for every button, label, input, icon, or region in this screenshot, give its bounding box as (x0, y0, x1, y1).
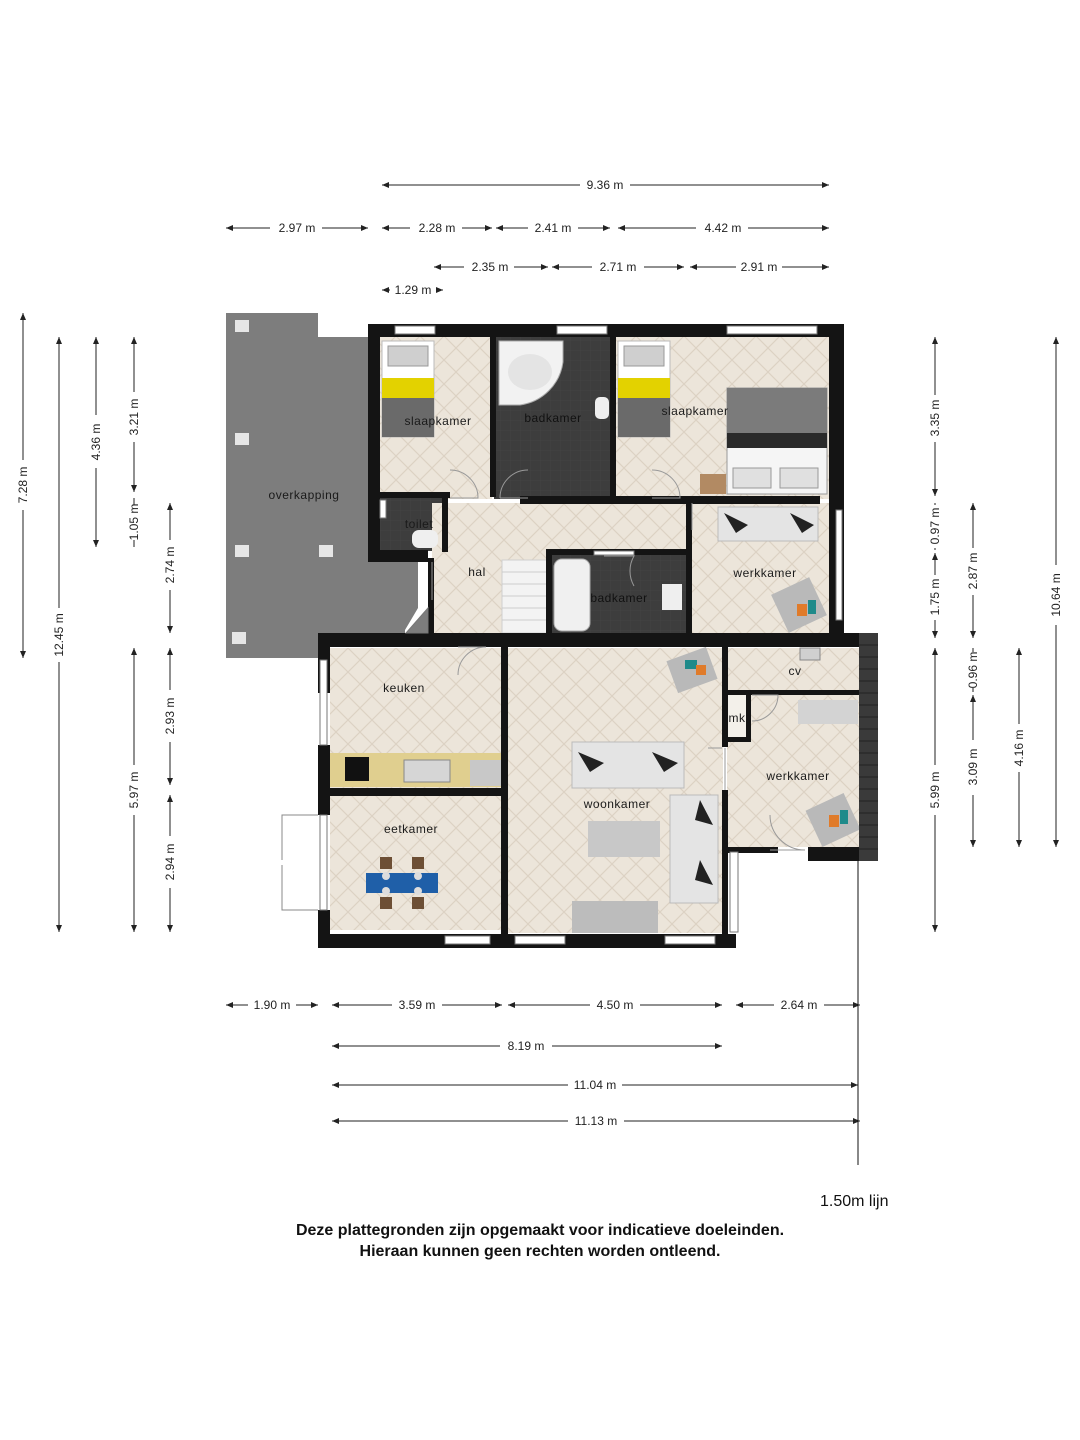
dim-top-row3-3: 2.91 m (741, 260, 778, 274)
bathtub-icon (553, 558, 591, 632)
boiler-icon (799, 647, 821, 661)
dim-left-7: 2.74 m (163, 547, 177, 584)
dim-left-2: 12.45 m (52, 613, 66, 656)
dim-left-5: 1.05 m (127, 504, 141, 541)
dim-left-1: 7.28 m (16, 467, 30, 504)
dimension-labels: 9.36 m 2.97 m 2.28 m 2.41 m 4.42 m 2.35 … (16, 178, 1063, 1128)
dim-right-2: 0.97 m (928, 508, 942, 545)
kitchen-counter-icon (330, 753, 502, 787)
sofa-icon (571, 741, 685, 789)
dim-left-4: 3.21 m (127, 399, 141, 436)
floor-mk (727, 693, 749, 738)
sofa-icon (717, 506, 819, 542)
room-label-slaapkamer-2: slaapkamer (661, 404, 728, 418)
dim-right-4: 5.99 m (928, 772, 942, 809)
dim-right-6: 0.96 m (966, 652, 980, 689)
dining-table-icon (366, 857, 438, 909)
dim-left-3: 4.36 m (89, 424, 103, 461)
nightstand-icon (700, 474, 726, 494)
dim-top-row3-2: 2.71 m (600, 260, 637, 274)
stairs-icon (501, 559, 548, 634)
room-label-cv: cv (789, 664, 802, 678)
dim-bottom-6: 11.04 m (574, 1078, 616, 1092)
dim-left-9: 2.94 m (163, 844, 177, 881)
dim-left-8: 2.93 m (163, 698, 177, 735)
room-label-toilet: toilet (405, 517, 434, 531)
dim-bottom-2: 3.59 m (399, 998, 436, 1012)
dim-right-8: 4.16 m (1012, 730, 1026, 767)
walls (318, 324, 860, 948)
overkapping-area (226, 313, 418, 658)
dim-right-1: 3.35 m (928, 400, 942, 437)
sink-icon (595, 397, 609, 419)
room-label-werkkamer-2: werkkamer (765, 769, 829, 783)
bed-icon (617, 340, 671, 438)
dim-bottom-4: 2.64 m (781, 998, 818, 1012)
floor-cv (727, 648, 859, 693)
dimension-lines (20, 182, 1059, 1165)
sofa-icon (669, 794, 719, 904)
room-label-hal: hal (468, 565, 486, 579)
room-label-keuken: keuken (383, 681, 425, 695)
room-label-mk: mk (729, 711, 746, 725)
windows (319, 325, 843, 945)
desk-icon (771, 577, 827, 633)
dim-bottom-7: 11.13 m (575, 1114, 617, 1128)
desk-icon (805, 792, 861, 848)
brick-facade (859, 633, 878, 861)
room-label-badkamer-2: badkamer (590, 591, 647, 605)
room-label-badkamer-1: badkamer (524, 411, 581, 425)
cabinet-icon (798, 700, 858, 724)
room-label-eetkamer: eetkamer (384, 822, 438, 836)
furniture (330, 340, 861, 933)
dim-top-row2-1: 2.97 m (279, 221, 316, 235)
dim-top-row3-1: 2.35 m (472, 260, 509, 274)
bed-icon (381, 340, 435, 438)
toilet-icon (412, 530, 438, 548)
dim-right-5: 2.87 m (966, 553, 980, 590)
doors (281, 469, 806, 911)
rug-icon (588, 821, 660, 857)
corner-bath-icon (498, 340, 564, 406)
scale-label: 1.50m lijn (820, 1193, 889, 1210)
dim-right-7: 3.09 m (966, 749, 980, 786)
dim-left-6: 5.97 m (127, 772, 141, 809)
dim-bottom-5: 8.19 m (508, 1039, 545, 1053)
dim-right-9: 10.64 m (1049, 573, 1063, 616)
room-label-slaapkamer-1: slaapkamer (404, 414, 471, 428)
desk-icon (666, 646, 718, 694)
tv-cabinet-icon (572, 901, 658, 933)
dim-top-total: 9.36 m (587, 178, 624, 192)
room-label-werkkamer-1: werkkamer (732, 566, 796, 580)
dim-bottom-1: 1.90 m (254, 998, 291, 1012)
disclaimer-line-1: Deze plattegronden zijn opgemaakt voor i… (295, 1222, 785, 1239)
disclaimer-line-2: Hieraan kunnen geen rechten worden ontle… (359, 1243, 721, 1260)
dim-bottom-3: 4.50 m (597, 998, 634, 1012)
dim-top-row2-2: 2.28 m (419, 221, 456, 235)
dim-right-3: 1.75 m (928, 579, 942, 616)
room-labels: slaapkamer badkamer slaapkamer toilet ha… (269, 404, 830, 836)
room-label-woonkamer: woonkamer (583, 797, 651, 811)
room-label-overkapping: overkapping (269, 488, 340, 502)
dim-top-row2-3: 2.41 m (535, 221, 572, 235)
dim-top-row2-4: 4.42 m (705, 221, 742, 235)
double-bed-icon (726, 387, 828, 495)
sink-icon (662, 584, 682, 610)
dim-top-row4: 1.29 m (395, 283, 432, 297)
